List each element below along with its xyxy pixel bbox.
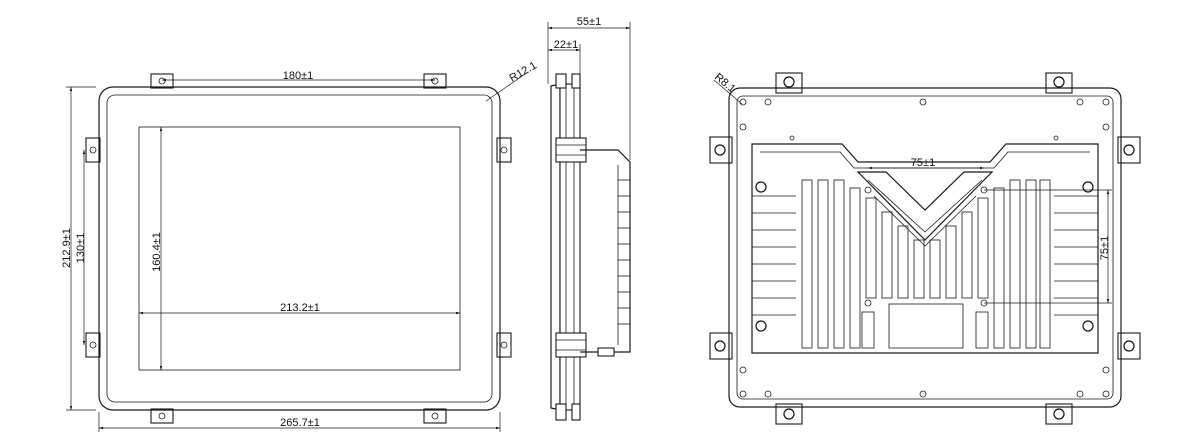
rear-housing bbox=[751, 143, 1099, 354]
rear-right-fins bbox=[1054, 195, 1098, 316]
front-view: 180±1 R12.1 212.9±1 130±1 160.4±1 213.2±… bbox=[61, 60, 539, 432]
dim-outer-height: 212.9±1 bbox=[61, 228, 73, 268]
side-view: 55±1 22±1 bbox=[547, 16, 631, 421]
front-bezel-inner bbox=[106, 94, 493, 403]
dim-outer-width: 265.7±1 bbox=[280, 417, 320, 429]
rear-label-plate bbox=[888, 303, 964, 349]
front-bottom-brackets bbox=[150, 408, 447, 424]
rear-frame-inner bbox=[736, 95, 1114, 400]
dim-vesa-vertical: 75±1 bbox=[1099, 236, 1111, 260]
front-bezel-outer bbox=[98, 86, 501, 411]
rear-view: R8.1 bbox=[709, 71, 1141, 425]
dim-depth: 55±1 bbox=[577, 16, 601, 28]
rear-mount-brackets bbox=[709, 72, 1141, 425]
rear-perimeter-screws bbox=[739, 98, 1110, 398]
dim-rear-corner-radius: R8.1 bbox=[712, 71, 738, 95]
rear-frame-outer bbox=[728, 87, 1122, 408]
rear-vertical-fins bbox=[801, 179, 1051, 349]
dim-screen-height: 160.4±1 bbox=[151, 232, 163, 272]
dim-vesa-horizontal: 75±1 bbox=[911, 157, 935, 169]
front-side-brackets bbox=[85, 137, 512, 358]
dim-front-corner-radius: R12.1 bbox=[508, 60, 539, 85]
rear-left-fins bbox=[752, 195, 796, 316]
side-heatsink-fins bbox=[617, 165, 630, 345]
rear-chevron bbox=[856, 171, 994, 241]
dim-bracket-spacing: 130±1 bbox=[75, 233, 87, 264]
front-screen bbox=[138, 126, 461, 371]
dim-top-width: 180±1 bbox=[283, 70, 314, 82]
dim-front-depth: 22±1 bbox=[554, 39, 578, 51]
dim-screen-width: 213.2±1 bbox=[280, 302, 320, 314]
